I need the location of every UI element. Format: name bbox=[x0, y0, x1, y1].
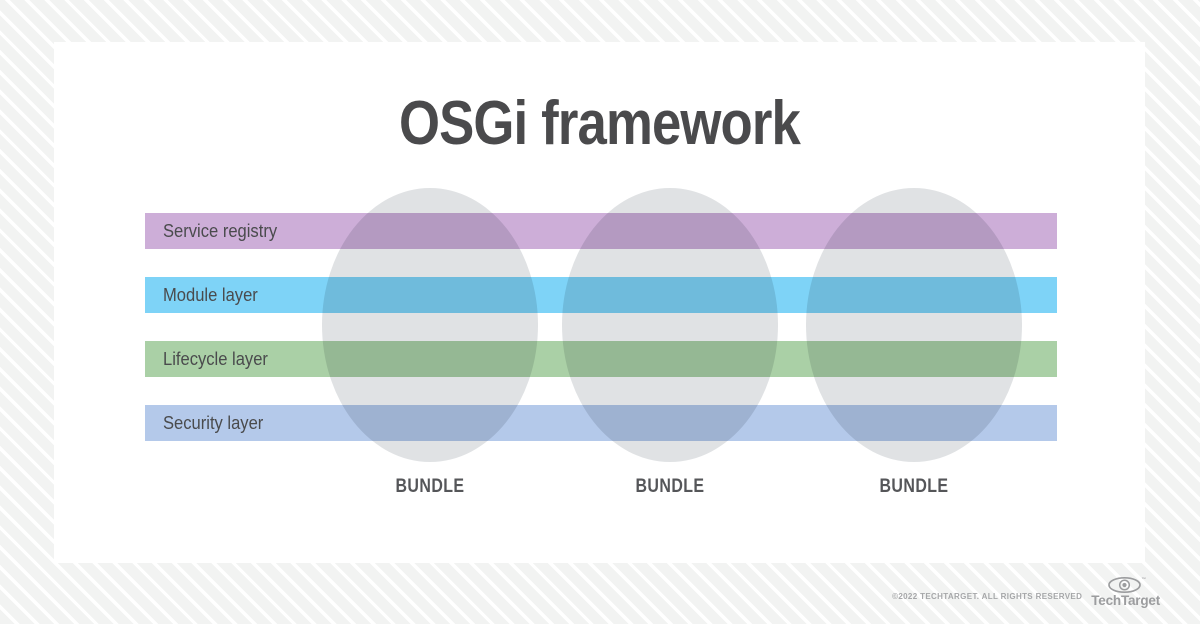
layer-label: Module layer bbox=[163, 285, 258, 305]
layer-label: Service registry bbox=[163, 221, 278, 241]
bundle-ellipse bbox=[322, 188, 538, 462]
diagram-card: OSGi framework Service registry Module l… bbox=[54, 42, 1145, 563]
copyright-text: ©2022 TECHTARGET. ALL RIGHTS RESERVED bbox=[892, 592, 1083, 601]
bundle-ellipse bbox=[806, 188, 1022, 462]
layer-label: Lifecycle layer bbox=[163, 349, 268, 369]
logo-wordmark: TechTarget bbox=[1091, 593, 1160, 608]
layer-label: Security layer bbox=[163, 413, 264, 433]
techtarget-logo: ™ TechTarget bbox=[1091, 576, 1160, 609]
footer: ©2022 TECHTARGET. ALL RIGHTS RESERVED ™ … bbox=[892, 576, 1160, 609]
bundle-ellipse bbox=[562, 188, 778, 462]
bundle-label: BUNDLE bbox=[879, 476, 949, 497]
page-title: OSGi framework bbox=[398, 89, 801, 158]
svg-text:™: ™ bbox=[1141, 577, 1146, 582]
bundle-label: BUNDLE bbox=[395, 476, 465, 497]
osgi-layer-diagram: Service registry Module layer Lifecycle … bbox=[54, 42, 1145, 563]
bundle-label: BUNDLE bbox=[635, 476, 705, 497]
eye-target-icon: ™ bbox=[1107, 577, 1146, 594]
